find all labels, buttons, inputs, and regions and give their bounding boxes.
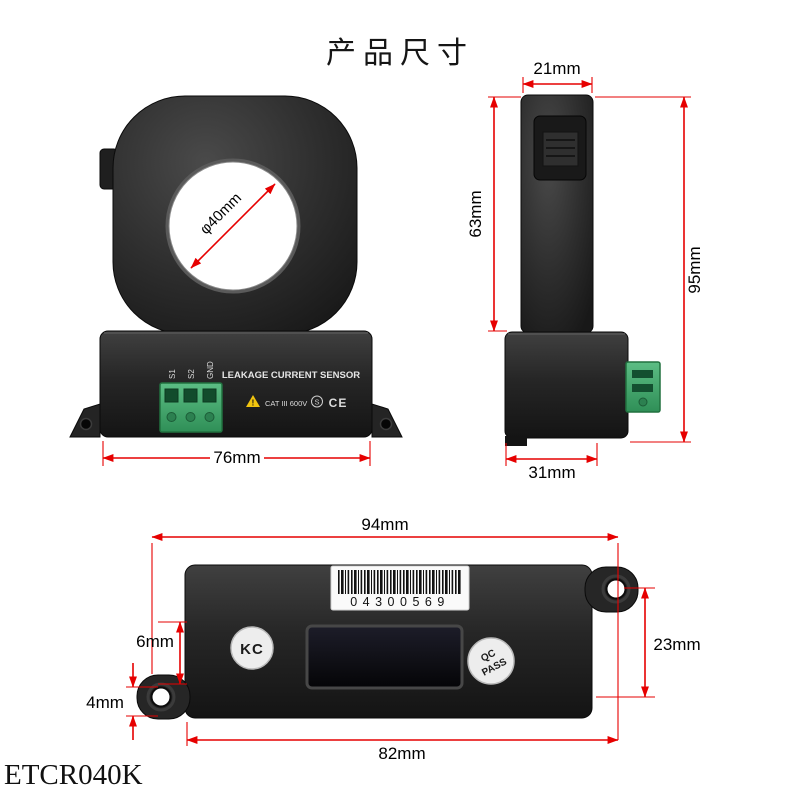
ce-mark: CE — [329, 396, 348, 410]
dim-95-label: 95mm — [685, 246, 704, 293]
terminal-screw-2 — [185, 412, 196, 422]
product-label: LEAKAGE CURRENT SENSOR — [222, 370, 360, 381]
model-number: ETCR040K — [4, 759, 143, 791]
dim-82-label: 82mm — [378, 744, 425, 763]
display-window — [305, 624, 464, 690]
warning-mark: ! — [252, 399, 255, 408]
bottom-left-ear-hole — [150, 686, 172, 708]
front-base — [99, 330, 373, 438]
side-foot — [505, 436, 527, 446]
bottom-view: 04300569 KC QC PASS 94mm 23mm 6mm 4mm — [86, 515, 701, 763]
warning-triangle-icon — [246, 395, 260, 407]
qc-pass-stamp — [467, 637, 515, 685]
front-view: S1 S2 GND LEAKAGE CURRENT SENSOR ! CAT I… — [69, 95, 403, 467]
side-base — [504, 331, 629, 439]
safety-mark-circle-icon — [311, 395, 323, 408]
terminal-screw-3 — [204, 412, 215, 422]
terminal-screw-1 — [166, 412, 177, 422]
terminal-label-gnd: GND — [206, 361, 215, 379]
dim-94-label: 94mm — [361, 515, 408, 534]
terminal-slot-3 — [202, 388, 217, 403]
barcode-bars — [338, 570, 462, 594]
dim-hole-diameter-line — [190, 183, 276, 269]
dim-23-label: 23mm — [653, 635, 700, 654]
terminal-label-s1: S1 — [168, 369, 177, 379]
kc-stamp — [230, 626, 274, 670]
dim-76-label: 76mm — [213, 448, 260, 467]
dim-4-label: 4mm — [86, 693, 124, 712]
terminal-slot-1 — [164, 388, 179, 403]
side-view: 21mm 63mm 95mm 31mm — [466, 59, 704, 482]
safety-mark: S — [314, 398, 319, 407]
terminal-label-s2: S2 — [187, 369, 196, 379]
bottom-right-ear-boss — [601, 574, 631, 604]
dim-21-label: 21mm — [533, 59, 580, 78]
rating-label: CAT III 600V — [265, 399, 307, 408]
bottom-right-ear-hole — [605, 578, 627, 600]
serial-number: 04300569 — [350, 595, 450, 609]
front-hole-rim — [165, 158, 301, 294]
dim-31-label: 31mm — [528, 463, 575, 482]
side-terminal-slot-2 — [632, 384, 653, 392]
page-title: 产品尺寸 — [326, 37, 474, 70]
front-right-ear-hole — [379, 417, 393, 431]
front-left-ear-hole — [79, 417, 93, 431]
kc-mark-label: KC — [240, 641, 264, 658]
terminal-slot-2 — [183, 388, 198, 403]
dim-63-label: 63mm — [466, 190, 485, 237]
dim-76-label-bg — [210, 446, 264, 467]
side-terminal-screw — [638, 397, 648, 407]
side-terminal-slot-1 — [632, 370, 653, 378]
dim-6-label: 6mm — [136, 632, 174, 651]
